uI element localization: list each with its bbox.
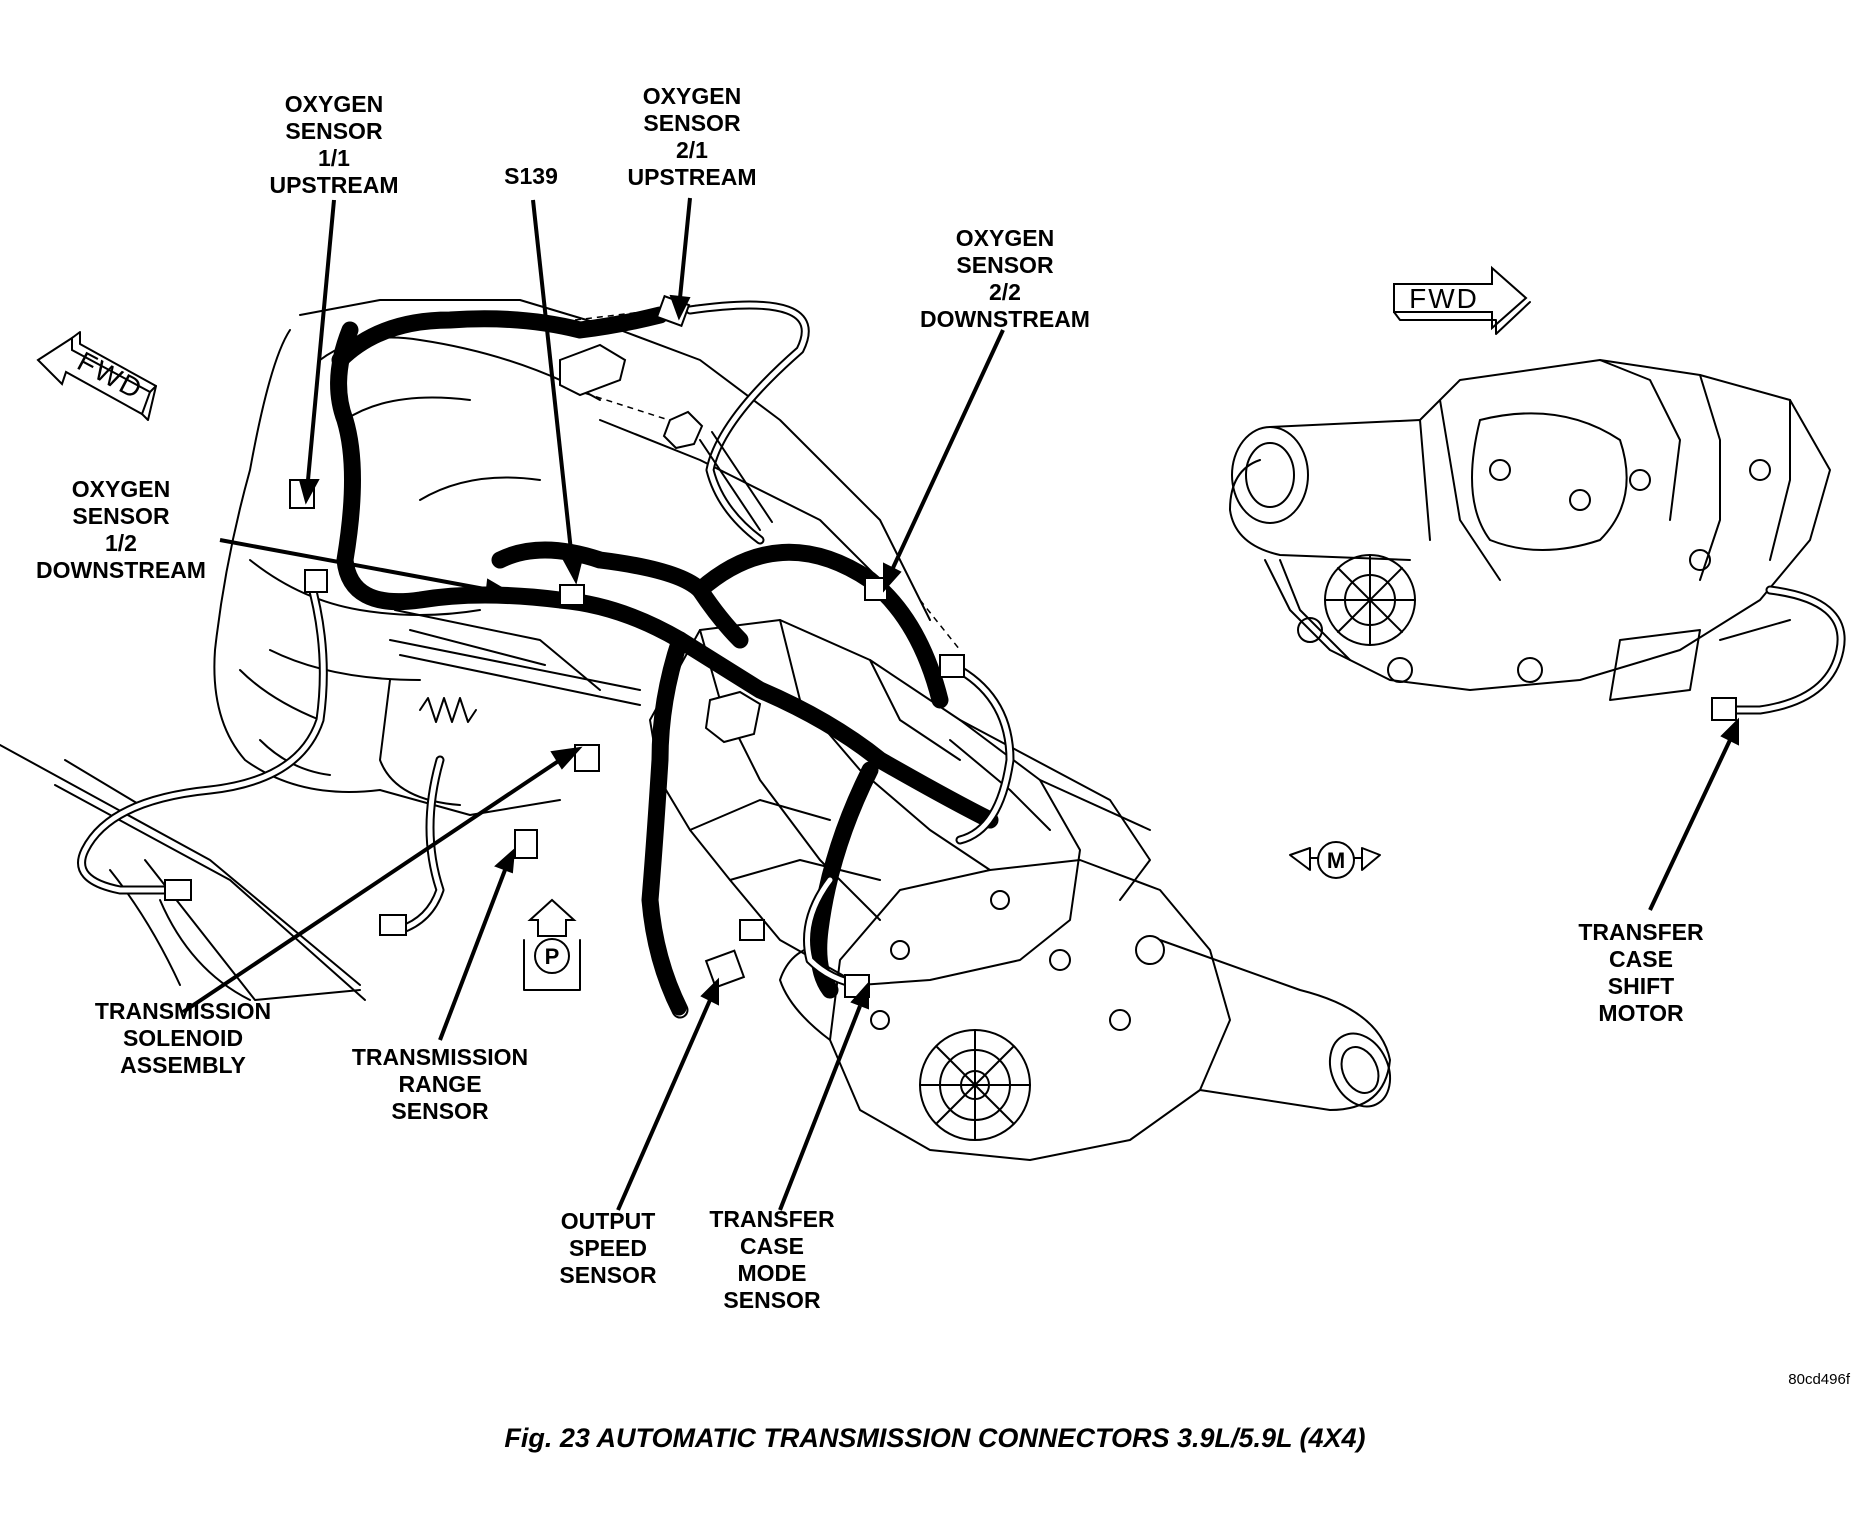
fwd-arrow-right: FWD [1393, 265, 1531, 335]
label-line: SENSOR [559, 1262, 657, 1288]
transmission-assembly-illustration [0, 299, 1392, 1161]
label-line: SENSOR [643, 110, 741, 136]
badge-m-text: M [1327, 848, 1345, 873]
transfer-case-illustration [1229, 359, 1846, 721]
label-transfer-case-mode-sensor: TRANSFER CASE MODE SENSOR [709, 1206, 835, 1313]
label-line: SENSOR [72, 503, 170, 529]
badge-m: M [1289, 841, 1381, 879]
label-oxygen-sensor-1-1-upstream: OXYGEN SENSOR 1/1 UPSTREAM [269, 91, 398, 198]
label-line: SENSOR [723, 1287, 821, 1313]
badge-p-text: P [545, 944, 560, 969]
label-transmission-solenoid-assembly: TRANSMISSION SOLENOID ASSEMBLY [95, 998, 271, 1078]
label-line: SOLENOID [123, 1025, 243, 1051]
label-line: 2/1 [676, 137, 708, 163]
label-line: OXYGEN [643, 83, 741, 109]
figure-code: 80cd496f [1788, 1371, 1851, 1388]
label-line: TRANSMISSION [95, 998, 271, 1024]
label-line: TRANSFER [709, 1206, 835, 1232]
label-line: CASE [740, 1233, 804, 1259]
label-line: RANGE [398, 1071, 481, 1097]
label-line: S139 [504, 163, 558, 189]
label-oxygen-sensor-2-1-upstream: OXYGEN SENSOR 2/1 UPSTREAM [627, 83, 756, 190]
label-transmission-range-sensor: TRANSMISSION RANGE SENSOR [352, 1044, 528, 1124]
label-oxygen-sensor-2-2-downstream: OXYGEN SENSOR 2/2 DOWNSTREAM [920, 225, 1090, 332]
label-line: UPSTREAM [627, 164, 756, 190]
label-line: MODE [738, 1260, 807, 1286]
label-line: ASSEMBLY [120, 1052, 246, 1078]
label-line: 1/1 [318, 145, 350, 171]
label-line: 2/2 [989, 279, 1021, 305]
label-s139: S139 [504, 163, 558, 189]
leader-lines [181, 197, 1739, 1211]
badge-p: P [523, 898, 581, 991]
label-line: UPSTREAM [269, 172, 398, 198]
label-line: OXYGEN [956, 225, 1054, 251]
label-line: DOWNSTREAM [920, 306, 1090, 332]
label-line: SENSOR [391, 1098, 489, 1124]
label-line: TRANSFER [1578, 919, 1704, 945]
wiring-harness [77, 294, 1015, 1019]
label-line: MOTOR [1598, 1000, 1684, 1026]
label-line: 1/2 [105, 530, 137, 556]
fwd-arrow-left: FWD [36, 331, 157, 421]
label-line: SENSOR [285, 118, 383, 144]
label-line: SENSOR [956, 252, 1054, 278]
label-line: SHIFT [1608, 973, 1674, 999]
fwd-right-text: FWD [1409, 283, 1479, 314]
figure-caption: Fig. 23 AUTOMATIC TRANSMISSION CONNECTOR… [504, 1423, 1365, 1453]
label-line: CASE [1609, 946, 1673, 972]
label-line: TRANSMISSION [352, 1044, 528, 1070]
label-line: OXYGEN [72, 476, 170, 502]
label-line: OXYGEN [285, 91, 383, 117]
label-oxygen-sensor-1-2-downstream: OXYGEN SENSOR 1/2 DOWNSTREAM [36, 476, 206, 583]
label-line: OUTPUT [561, 1208, 656, 1234]
label-transfer-case-shift-motor: TRANSFER CASE SHIFT MOTOR [1578, 919, 1704, 1026]
label-line: SPEED [569, 1235, 647, 1261]
label-output-speed-sensor: OUTPUT SPEED SENSOR [559, 1208, 657, 1288]
label-line: DOWNSTREAM [36, 557, 206, 583]
